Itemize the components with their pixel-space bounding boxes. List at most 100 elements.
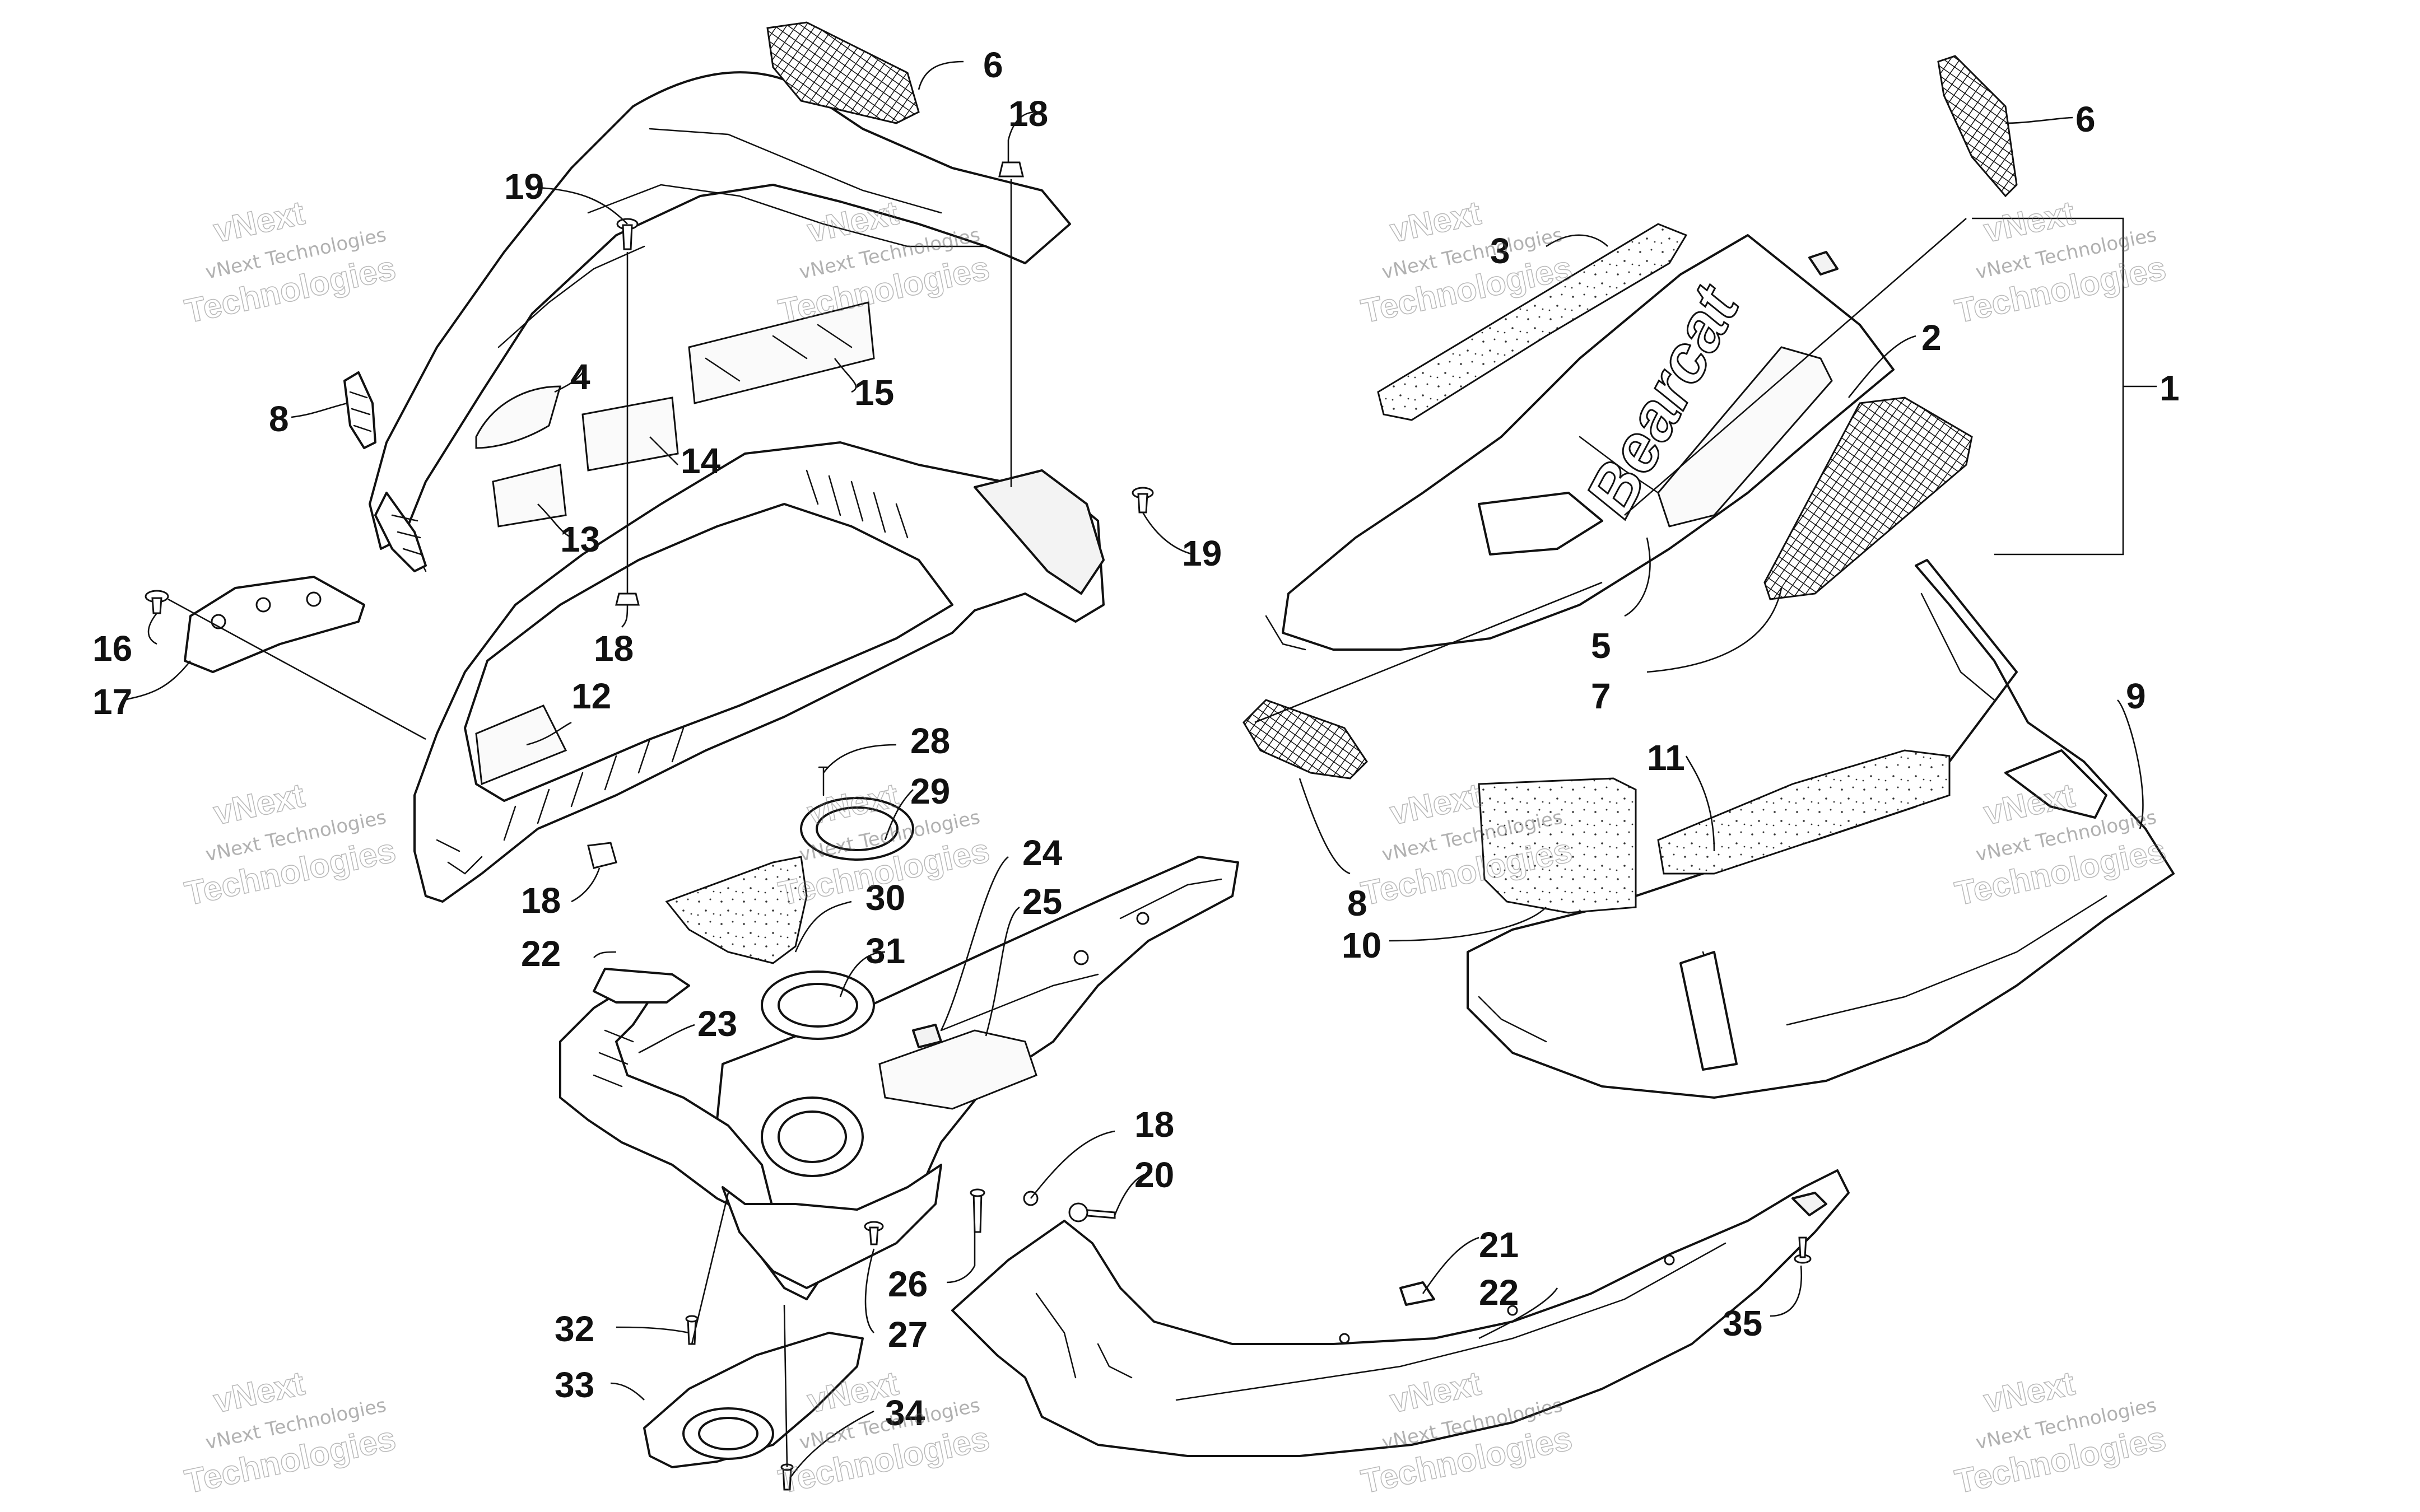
panel-tab: [1808, 251, 1839, 276]
callout-18: 18: [594, 628, 634, 669]
svg-text:vNext: vNext: [1386, 776, 1484, 832]
fastener-32: [685, 1315, 699, 1345]
svg-text:vNext: vNext: [1980, 1364, 2078, 1420]
belly-pan-assembly: [559, 766, 1239, 1300]
svg-text:vNext: vNext: [210, 1364, 308, 1420]
callout-19: 19: [504, 166, 544, 207]
screw-35: [1794, 1236, 1812, 1264]
gasket-29-inner: [816, 806, 899, 851]
callout-8: 8: [269, 399, 289, 439]
callout-26: 26: [888, 1264, 928, 1304]
callout-21: 21: [1479, 1225, 1519, 1265]
watermark: vNext vNext Technologies Technologies: [775, 776, 993, 913]
nut-18-bottom: [587, 842, 617, 869]
bracket-22-top: [593, 968, 690, 1004]
svg-text:vNext: vNext: [1980, 194, 2078, 250]
insulation-11: [1657, 749, 1951, 875]
svg-text:vNext: vNext: [210, 194, 308, 250]
callout-33: 33: [555, 1365, 594, 1405]
callout-24: 24: [1022, 833, 1063, 873]
callout-28: 28: [910, 721, 950, 761]
decal-13: [492, 464, 567, 528]
hood-lower-frame: [413, 441, 1105, 903]
callout-16: 16: [92, 628, 132, 669]
skid-hole: [1339, 1333, 1350, 1344]
skid-plate-assembly: [951, 1169, 1850, 1457]
screw-16: [145, 590, 169, 614]
callout-34: 34: [885, 1393, 925, 1433]
callout-23: 23: [697, 1004, 737, 1044]
svg-text:vNext: vNext: [210, 776, 308, 832]
decal-5: [1657, 346, 1833, 528]
insulation-10: [1478, 777, 1637, 914]
callout-30: 30: [865, 878, 905, 918]
panel-bump: [1478, 492, 1603, 556]
callout-19: 19: [1182, 533, 1222, 573]
screw-20: [1068, 1202, 1116, 1222]
callout-11: 11: [1647, 738, 1685, 778]
callout-7: 7: [1591, 676, 1611, 716]
bezel-hole: [306, 591, 322, 607]
hood-frame-bracket: [974, 469, 1105, 595]
decal-4: [475, 385, 561, 449]
skid-hole: [1507, 1305, 1518, 1316]
callout-29: 29: [910, 771, 950, 811]
vent-6-right: [1937, 55, 2018, 198]
lower-vent: [1679, 951, 1738, 1071]
pan-opening-inner: [778, 1110, 847, 1163]
rivet-26: [970, 1188, 985, 1233]
clip-21: [1399, 1281, 1435, 1306]
heat-shield-30: [665, 856, 808, 964]
hood-frame-opening: [464, 503, 953, 802]
intake-boot-inner: [698, 1417, 758, 1450]
side-panel-upper-assembly: Bearcat: [1242, 55, 2018, 780]
callout-4: 4: [570, 357, 590, 397]
callout-22: 22: [521, 934, 561, 974]
callout-6: 6: [2075, 99, 2096, 139]
nut-18-mid: [615, 592, 640, 606]
callout-5: 5: [1591, 626, 1611, 666]
screw-27: [864, 1221, 884, 1245]
hood-vent-grille: [766, 21, 920, 124]
callout-6: 6: [983, 45, 1003, 85]
watermark: vNext vNext Technologies Technologies: [181, 1364, 399, 1501]
skid-plate-body: [951, 1169, 1850, 1457]
upper-hood-assembly: [343, 21, 1071, 572]
callout-18: 18: [1008, 94, 1048, 134]
leader-lines: [123, 60, 2144, 1479]
callout-27: 27: [888, 1314, 928, 1355]
callout-31: 31: [865, 931, 905, 971]
vent-8-right: [1242, 699, 1368, 780]
lower-intake-assembly: [643, 1192, 864, 1491]
callout-9: 9: [2126, 676, 2146, 716]
hood-side-vent: [343, 371, 376, 449]
bezel-assembly: [145, 576, 365, 673]
pan-hole: [1136, 912, 1150, 925]
skid-tab: [1791, 1192, 1827, 1216]
watermark: vNext vNext Technologies Technologies: [181, 776, 399, 913]
latch-bracket: [912, 1024, 942, 1048]
windshield-12: [475, 704, 567, 786]
callout-1: 1: [2160, 368, 2180, 408]
side-panel-lower-assembly: [1467, 559, 2175, 1099]
nut-18-top: [998, 161, 1024, 178]
callout-35: 35: [1723, 1303, 1762, 1343]
pan-hole: [1073, 950, 1089, 965]
lower-trim-27: [722, 1164, 942, 1289]
decal-25: [878, 1029, 1037, 1110]
watermark: vNext vNext Technologies Technologies: [181, 193, 399, 330]
callout-10: 10: [1342, 925, 1381, 965]
callout-15: 15: [854, 372, 894, 413]
intake-ring-31-inner: [778, 983, 858, 1028]
callout-18: 18: [521, 880, 561, 921]
bezel-hole: [255, 597, 271, 613]
upper-vent-window: [2004, 749, 2107, 819]
svg-text:vNext: vNext: [1386, 194, 1484, 250]
callout-20: 20: [1134, 1155, 1174, 1195]
skid-hole: [1664, 1254, 1675, 1266]
callout-18: 18: [1134, 1104, 1174, 1145]
callout-17: 17: [92, 682, 132, 722]
callout-3: 3: [1490, 231, 1510, 271]
insulation-3: [1377, 223, 1688, 421]
